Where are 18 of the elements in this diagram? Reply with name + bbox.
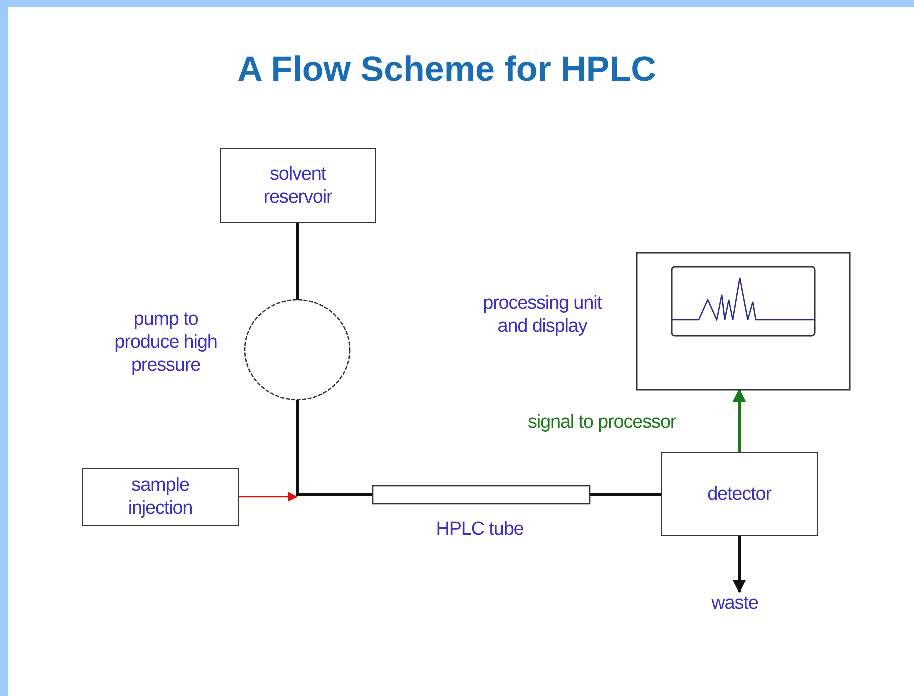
diagram-title: A Flow Scheme for HPLC [236, 50, 658, 90]
node-caption: HPLC tube [435, 518, 525, 542]
arrow [732, 536, 746, 594]
connector-line [296, 222, 300, 300]
reservoir-box [220, 148, 376, 223]
node-label: sample injection [127, 474, 194, 520]
injection-box [82, 468, 239, 526]
node-label: solvent reservoir [262, 162, 334, 208]
node-label: pump to produce high pressure [114, 308, 218, 378]
connector-line [296, 400, 373, 496]
node-label: detector [706, 482, 773, 506]
node-label: processing unit and display [482, 292, 604, 339]
connector-line [590, 494, 661, 496]
arrow [239, 492, 298, 502]
waste-label: waste [700, 592, 770, 618]
edge-label: signal to processor [528, 412, 676, 434]
detector-box [661, 452, 818, 536]
arrow [732, 388, 746, 452]
